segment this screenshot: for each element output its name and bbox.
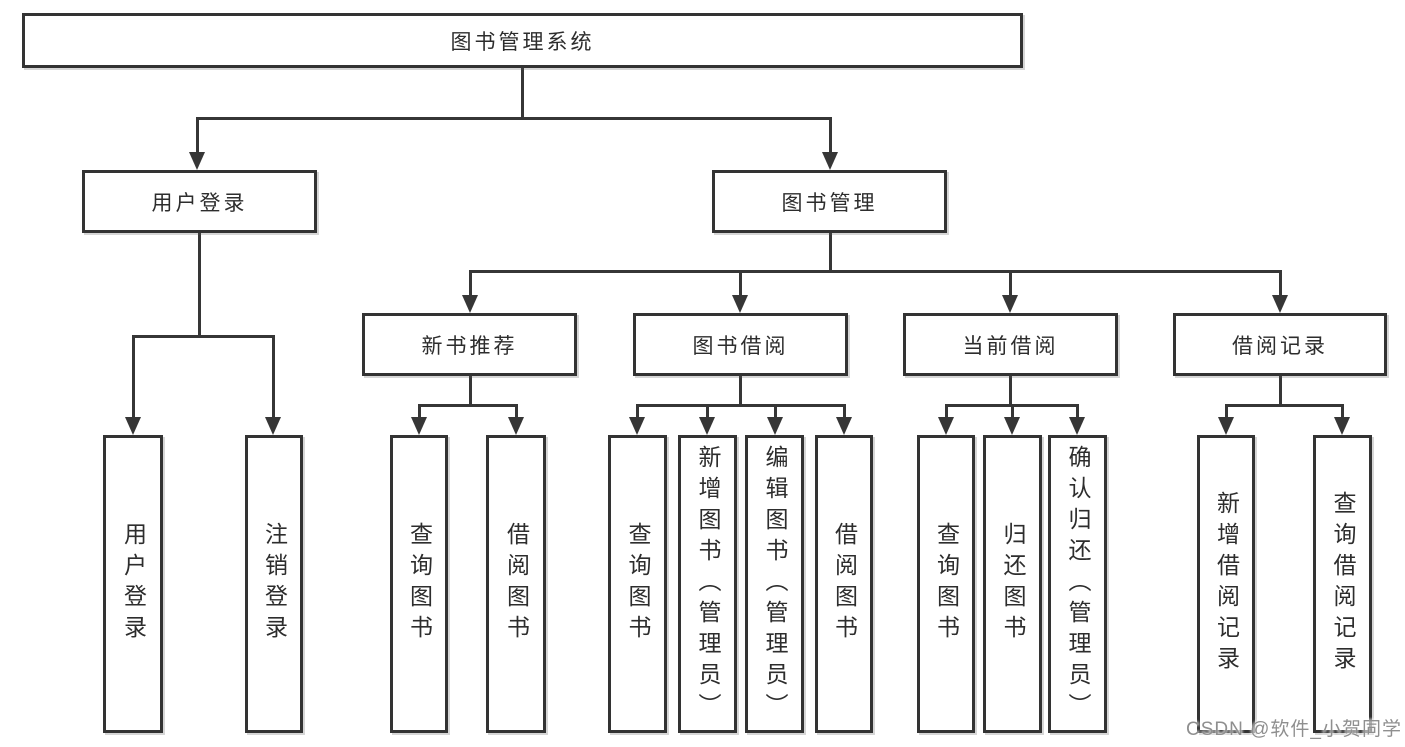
arrow-down-icon [1218,417,1234,435]
node-label: 用户登录 [151,191,248,215]
node-root-label: 图书管理系统 [450,30,595,54]
arrow-down-icon [462,295,478,313]
leaf-borrowing-query-books: 查询图书 [608,435,667,733]
leaf-label: 查询图书 [625,522,651,646]
arrow-down-icon [508,417,524,435]
arrow-down-icon [1334,417,1350,435]
leaf-user-login: 用户登录 [103,435,163,733]
arrow-down-icon [411,417,427,435]
connector-line [198,233,201,338]
connector-line [843,404,846,419]
leaf-borrowing-borrow-books: 借阅图书 [815,435,873,733]
leaf-label: 新增借阅记录 [1213,491,1240,677]
leaf-label: 查询图书 [933,522,960,646]
connector-line [945,404,948,419]
connector-line [1279,376,1282,407]
arrow-down-icon [1002,295,1018,313]
arrow-down-icon [1272,295,1288,313]
arrow-down-icon [767,417,783,435]
leaf-recommend-query-books: 查询图书 [390,435,448,733]
connector-line [469,376,472,407]
connector-line [1009,376,1012,407]
leaf-label: 新增图书（管理员） [695,444,721,724]
node-label: 图书管理 [781,191,878,215]
node-label: 借阅记录 [1232,334,1328,358]
connector-line [829,117,832,154]
leaf-label: 归还图书 [1000,522,1026,646]
node-label: 图书借阅 [692,334,789,358]
connector-line [706,404,709,419]
node-borrow-records: 借阅记录 [1173,313,1387,376]
leaf-logout: 注销登录 [245,435,303,733]
leaf-current-query-books: 查询图书 [917,435,975,733]
connector-line [1011,404,1014,419]
node-label: 当前借阅 [962,334,1059,358]
leaf-label: 注销登录 [261,522,288,646]
node-new-book-recommend: 新书推荐 [362,313,577,376]
connector-line [636,404,845,407]
connector-line [132,335,135,419]
leaf-recommend-borrow-books: 借阅图书 [486,435,546,733]
connector-line [196,117,832,120]
leaf-label: 确认归还（管理员） [1065,444,1091,724]
connector-line [1341,404,1344,419]
node-book-borrowing: 图书借阅 [633,313,848,376]
connector-line [469,270,1282,273]
connector-line [469,270,472,297]
leaf-label: 查询借阅记录 [1330,491,1356,677]
leaf-records-query-record: 查询借阅记录 [1313,435,1372,733]
watermark-text: CSDN @软件_小贺同学 [1186,719,1402,740]
connector-line [418,404,517,407]
arrow-down-icon [1069,417,1085,435]
leaf-label: 借阅图书 [503,522,530,646]
connector-line [196,117,199,154]
arrow-down-icon [189,152,205,170]
leaf-label: 借阅图书 [831,522,858,646]
arrow-down-icon [699,417,715,435]
arrow-down-icon [125,417,141,435]
connector-line [1076,404,1079,419]
leaf-borrowing-add-books-admin: 新增图书（管理员） [678,435,737,733]
node-book-management: 图书管理 [712,170,947,233]
node-current-borrowing: 当前借阅 [903,313,1118,376]
connector-line [1225,404,1343,407]
leaf-label: 用户登录 [120,522,147,646]
connector-line [739,376,742,407]
leaf-label: 查询图书 [406,522,433,646]
leaf-label: 编辑图书（管理员） [762,444,788,724]
connector-line [132,335,275,338]
connector-line [515,404,518,419]
connector-line [272,335,275,419]
connector-line [829,233,832,273]
arrow-down-icon [1004,417,1020,435]
connector-line [1225,404,1228,419]
arrow-down-icon [938,417,954,435]
leaf-borrowing-edit-books-admin: 编辑图书（管理员） [745,435,804,733]
connector-line [418,404,421,419]
leaf-current-return-books: 归还图书 [983,435,1042,733]
connector-line [1279,270,1282,297]
node-root: 图书管理系统 [22,13,1023,68]
arrow-down-icon [265,417,281,435]
connector-line [739,270,742,297]
connector-line [636,404,639,419]
node-label: 新书推荐 [421,334,518,358]
connector-line [1009,270,1012,297]
leaf-records-add-record: 新增借阅记录 [1197,435,1255,733]
arrow-down-icon [629,417,645,435]
arrow-down-icon [732,295,748,313]
node-user-login-branch: 用户登录 [82,170,317,233]
connector-line [521,68,524,118]
arrow-down-icon [836,417,852,435]
connector-line [774,404,777,419]
arrow-down-icon [822,152,838,170]
leaf-current-confirm-return-admin: 确认归还（管理员） [1048,435,1107,733]
